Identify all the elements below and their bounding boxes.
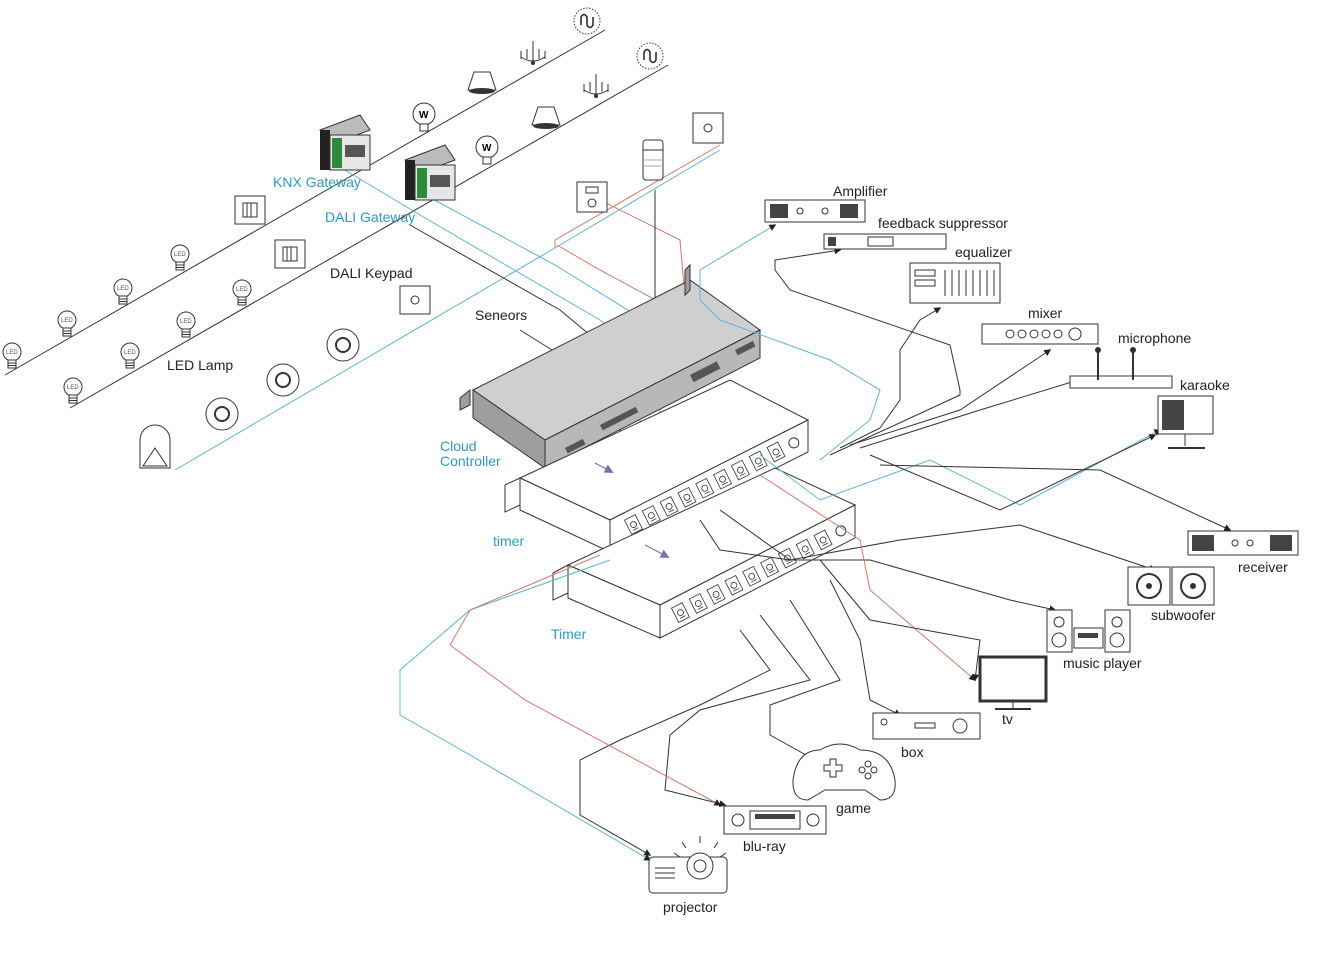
led-bulb-label: LED — [117, 286, 129, 292]
lighting-bus-lines — [4, 29, 721, 471]
w-bulbs: W W — [412, 102, 499, 165]
equalizer-device — [909, 262, 1001, 304]
cloud-controller-label-line1: Cloud — [440, 438, 477, 454]
music-player-label: music player — [1063, 655, 1142, 671]
game-label: game — [836, 800, 871, 816]
box-device — [872, 712, 981, 740]
equalizer-label: equalizer — [955, 244, 1012, 260]
box-label: box — [901, 744, 924, 760]
mixer-device — [981, 323, 1099, 345]
cloud-controller-unit — [459, 263, 761, 469]
led-bulb-label: LED — [174, 252, 186, 258]
led-bulb-label: LED — [124, 350, 136, 356]
subwoofer-label: subwoofer — [1151, 607, 1216, 623]
av-wires — [399, 224, 1232, 861]
dali-keypad-label: DALI Keypad — [330, 265, 413, 281]
projector-label: projector — [663, 899, 718, 915]
timer-upper-unit — [504, 379, 810, 553]
led-bulb-label: LED — [67, 385, 79, 391]
led-lamps: LED LED LED LED LED LED LED LED — [2, 244, 252, 404]
feedback-suppressor-device — [823, 233, 947, 250]
dimmer-icons — [573, 7, 664, 70]
feedback-suppressor-label: feedback suppressor — [878, 215, 1008, 231]
receiver-label: receiver — [1238, 559, 1288, 575]
blu-ray-device — [723, 805, 827, 835]
timer-upper-label: timer — [493, 533, 524, 549]
blu-ray-label: blu-ray — [743, 838, 786, 854]
led-bulb-label: LED — [6, 350, 18, 356]
led-bulb-label: LED — [236, 287, 248, 293]
amplifier-label: Amplifier — [833, 183, 888, 199]
timer-lower-label: Timer — [551, 626, 587, 642]
ceiling-sensors — [139, 328, 360, 469]
dali-gateway-label: DALI Gateway — [325, 209, 415, 225]
led-bulb-label: LED — [180, 319, 192, 325]
dali-gateway-module — [404, 144, 456, 201]
microphone-device — [1069, 347, 1173, 389]
sensors-label: Seneors — [475, 307, 527, 323]
cloud-controller-label-line2: Controller — [440, 453, 501, 469]
chandeliers — [520, 41, 609, 98]
diagram-labels: KNX Gateway DALI Gateway DALI Keypad Sen… — [167, 174, 1288, 915]
knx-gateway-label: KNX Gateway — [273, 174, 361, 190]
mixer-label: mixer — [1028, 305, 1063, 321]
karaoke-label: karaoke — [1180, 377, 1230, 393]
music-player-device — [1046, 609, 1131, 653]
game-controller-device — [792, 743, 896, 801]
svg-text:W: W — [419, 110, 429, 121]
microphone-label: microphone — [1118, 330, 1191, 346]
stack-direction-arrows — [594, 462, 670, 558]
amplifier-device — [764, 199, 866, 223]
karaoke-device — [1157, 395, 1214, 449]
wall-switches — [234, 112, 724, 315]
svg-text:W: W — [482, 143, 492, 154]
sensor-devices — [576, 139, 664, 213]
knx-gateway-module — [319, 114, 371, 171]
subwoofer-device — [1127, 566, 1215, 606]
projector-device — [648, 836, 728, 894]
tv-label: tv — [1002, 711, 1013, 727]
receiver-device — [1187, 530, 1299, 556]
led-lamp-label: LED Lamp — [167, 357, 233, 373]
led-bulb-label: LED — [61, 318, 73, 324]
downlights — [467, 71, 561, 129]
tv-device — [978, 655, 1048, 710]
